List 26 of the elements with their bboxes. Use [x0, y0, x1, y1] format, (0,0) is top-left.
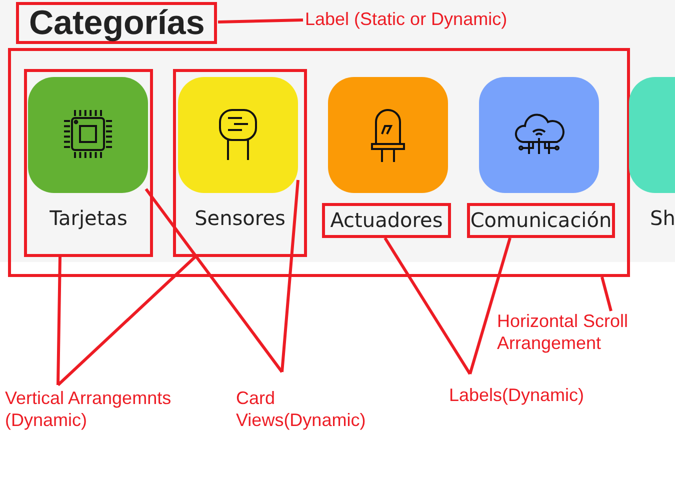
highlighted-label: Comunicación — [467, 203, 615, 238]
heading-box: Categorías — [16, 2, 217, 44]
vertical-arrangement — [24, 69, 153, 257]
category-card — [629, 77, 675, 193]
leader-line — [218, 18, 304, 24]
category-card — [479, 77, 599, 193]
callout-text: Card Views(Dynamic) — [236, 387, 406, 431]
category-card — [28, 77, 148, 193]
leader-line — [384, 237, 472, 375]
category-card — [178, 77, 298, 193]
category-card — [328, 77, 448, 193]
category-label: Tarjetas — [48, 206, 128, 230]
callout-text: Labels(Dynamic) — [449, 384, 619, 406]
leader-line — [468, 238, 512, 374]
category-label: Sensores — [194, 206, 286, 230]
leader-line — [144, 188, 284, 373]
callout-text: Horizontal Scroll Arrangement — [497, 310, 667, 354]
vertical-arrangement — [173, 69, 307, 257]
leader-line — [56, 256, 196, 386]
callout-text: Vertical Arrangemnts (Dynamic) — [5, 387, 225, 431]
scroll-container — [8, 48, 630, 277]
leader-line — [600, 276, 612, 312]
highlighted-label: Actuadores — [322, 203, 451, 238]
leader-line — [56, 256, 62, 386]
callout-text: Label (Static or Dynamic) — [305, 8, 565, 30]
category-label: Sh — [650, 206, 675, 230]
